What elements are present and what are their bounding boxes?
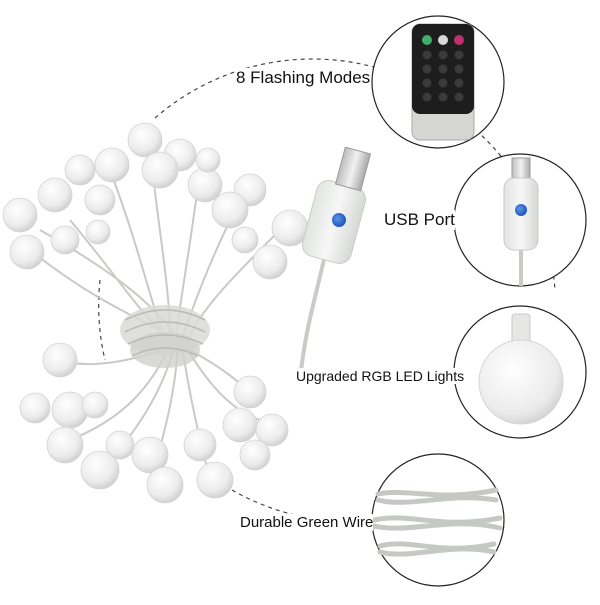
rgb-lights-label: Upgraded RGB LED Lights [296,368,465,384]
remote-callout [371,15,505,149]
wire-callout [371,453,505,587]
wire-bundle-icon [371,487,503,557]
light-string-cluster [2,122,309,504]
flashing-modes-label: 8 Flashing Modes [236,68,371,88]
led-bulb-icon [478,313,564,425]
green-wire-label: Durable Green Wire [240,514,374,531]
usb-plug-icon [503,157,539,286]
bulb-callout [453,305,587,439]
usb-callout [453,153,587,287]
remote-control-icon [411,23,475,141]
usb-plug-main [298,146,372,381]
usb-port-label: USB Port [384,210,455,230]
